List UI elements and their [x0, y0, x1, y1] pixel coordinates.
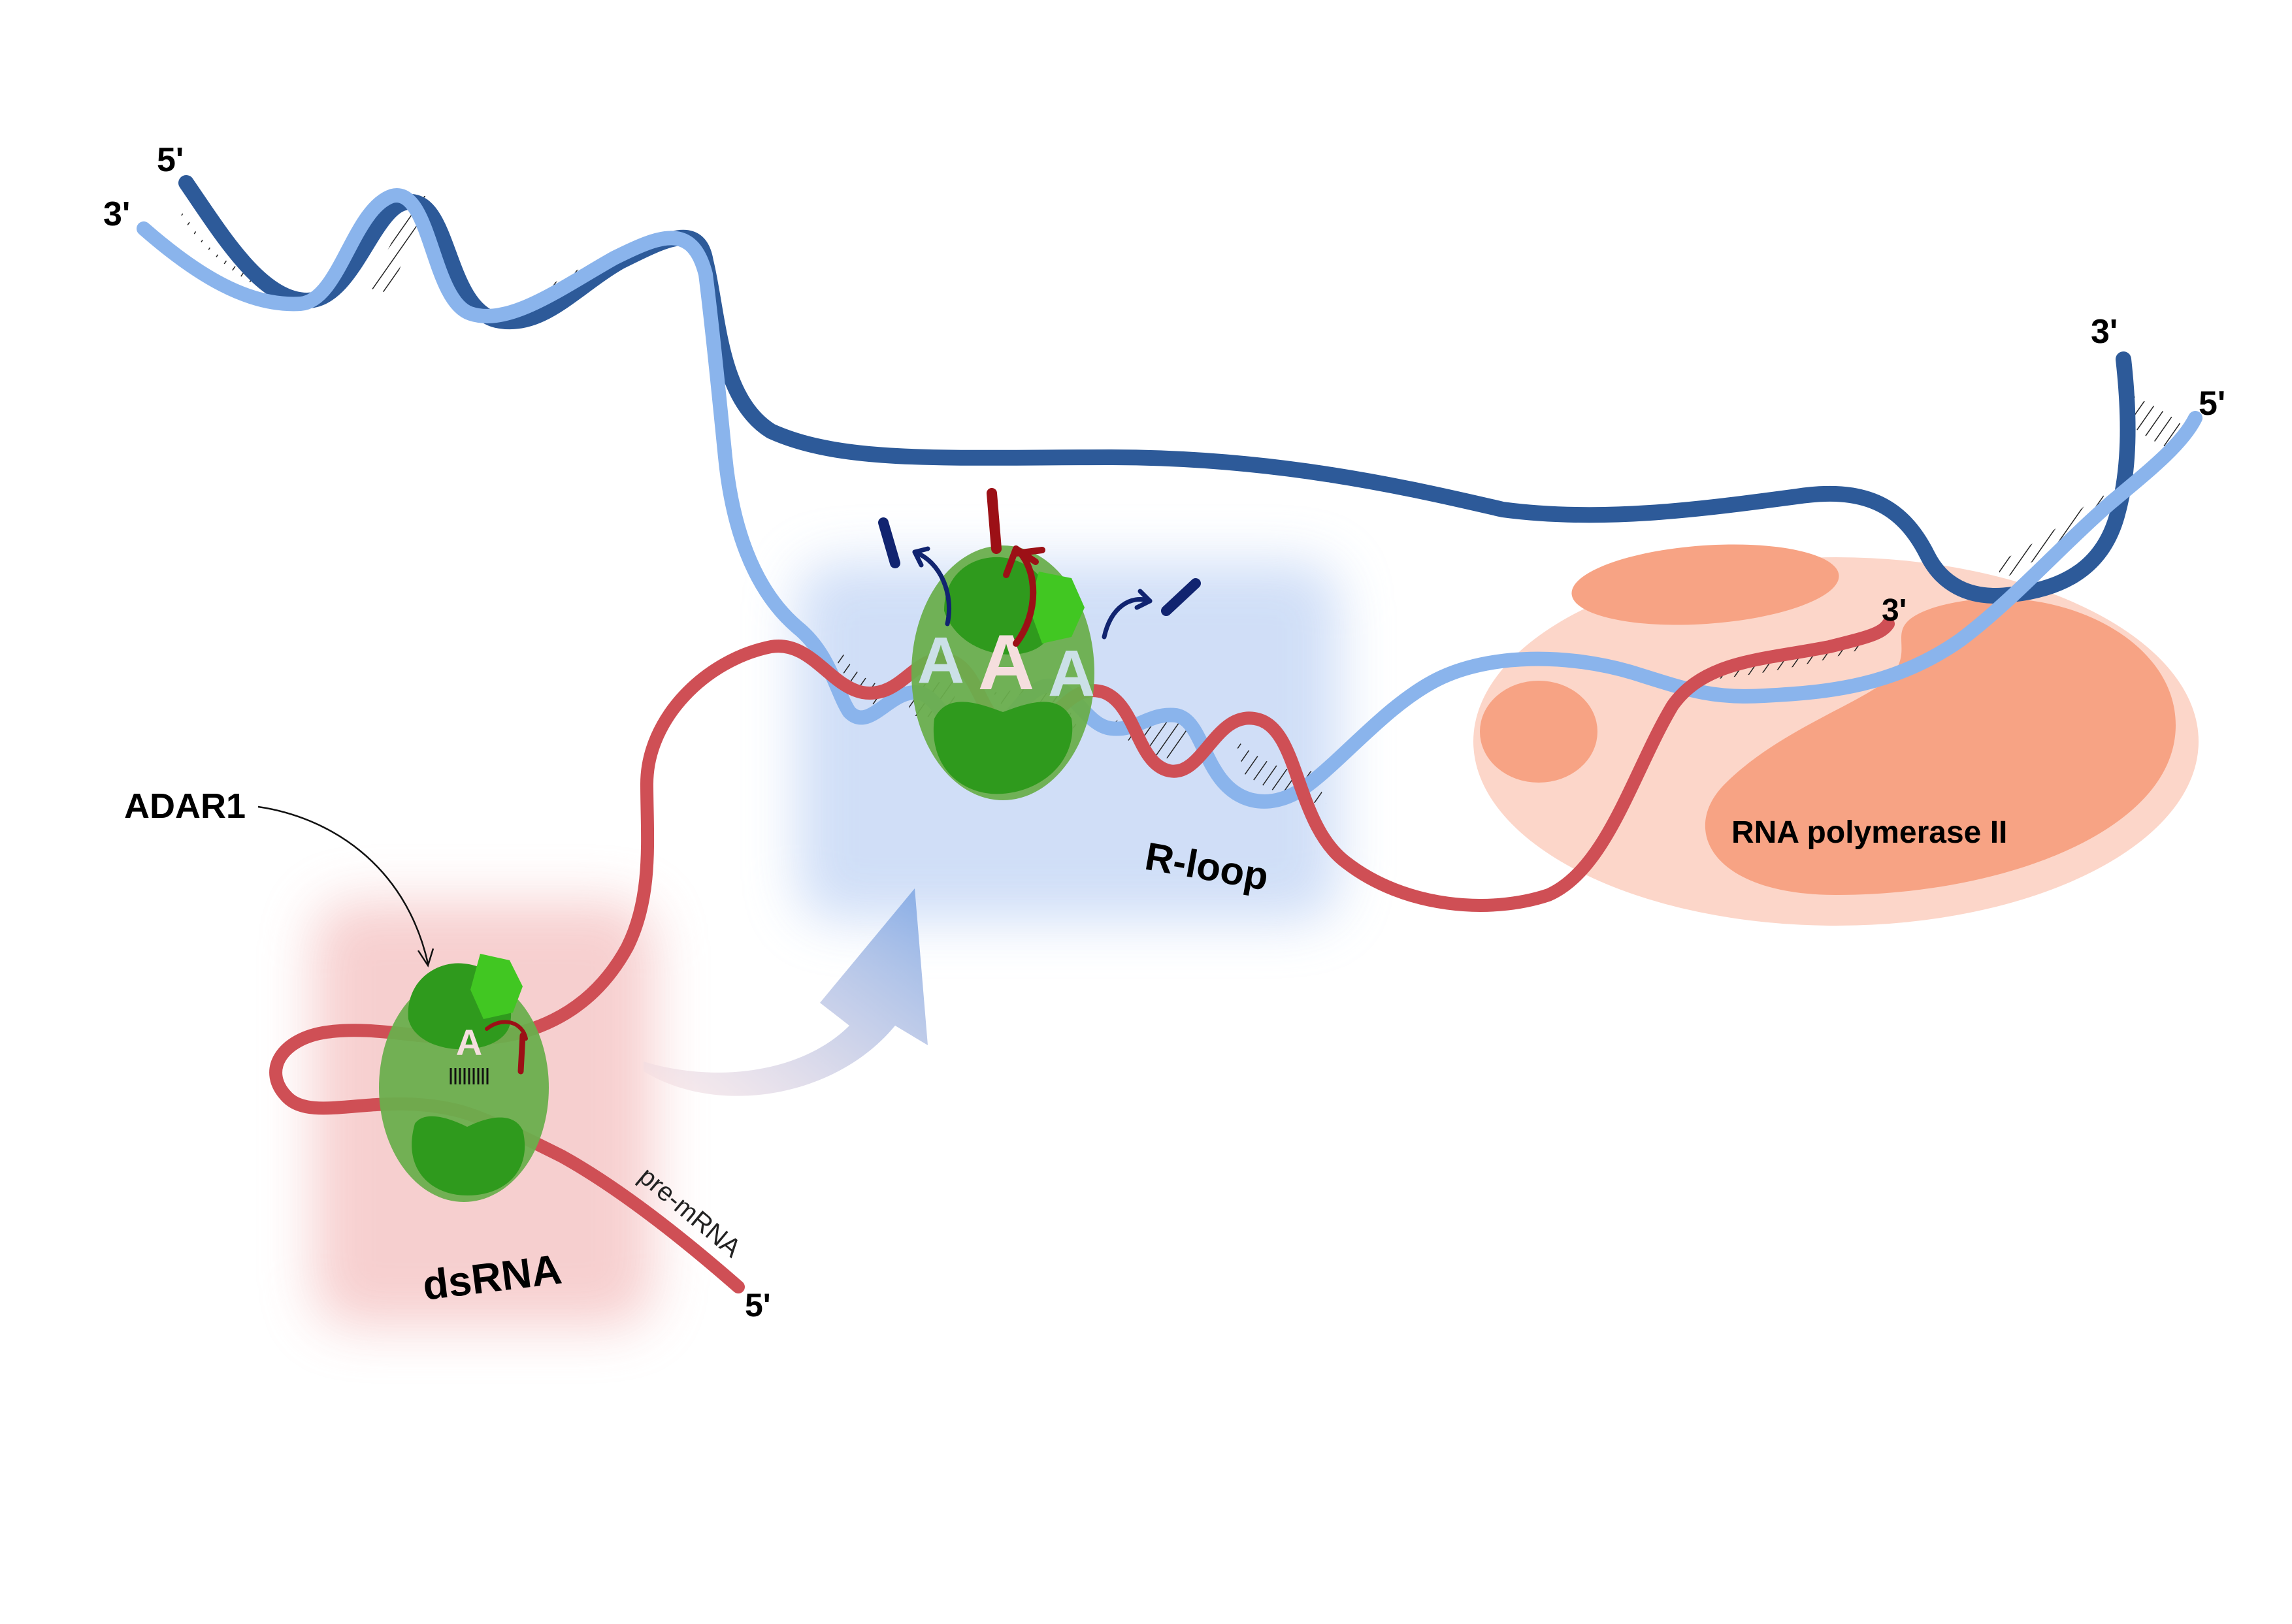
rna-polymerase-label: RNA polymerase II	[1731, 815, 2007, 850]
premrna-5prime-label: 5'	[745, 1287, 771, 1324]
rna-3prime-label: 3'	[1882, 593, 1907, 628]
inosine-marks-r-loop	[878, 488, 1201, 616]
inosine-bar-red-cap	[1013, 547, 1045, 557]
rna-polymerase-ii	[1473, 544, 2199, 926]
transition-arrow	[644, 888, 928, 1096]
dsrna-pairing-lines	[450, 1068, 489, 1084]
inosine-bar-navy-left	[878, 517, 900, 568]
inosine-bar-dsrna	[517, 1032, 526, 1075]
dna-top-right-3prime-label: 3'	[2091, 313, 2118, 351]
dna-top-left-3prime-label: 3'	[103, 195, 130, 233]
adar1-label: ADAR1	[124, 787, 246, 826]
pre-mrna-strand	[269, 617, 1895, 1293]
dna-top-left-5prime-label: 5'	[157, 141, 184, 179]
adenosine-glyph-dsrna: A	[456, 1022, 482, 1063]
dna-template-strand	[178, 175, 2136, 604]
adar1-pointer-line	[257, 805, 429, 964]
inosine-bar-red	[987, 488, 1002, 554]
adar1-dsrna-complex: A	[379, 954, 549, 1202]
adenosine-glyph-left: A	[917, 624, 964, 697]
inosine-bar-navy-right	[1161, 578, 1201, 616]
adar1-pointer-head	[417, 948, 434, 967]
adar1-r-loop-complex: A A A	[911, 545, 1095, 800]
adenosine-glyph-right: A	[1048, 637, 1095, 710]
dna-top-right-5prime-label: 5'	[2199, 385, 2225, 423]
